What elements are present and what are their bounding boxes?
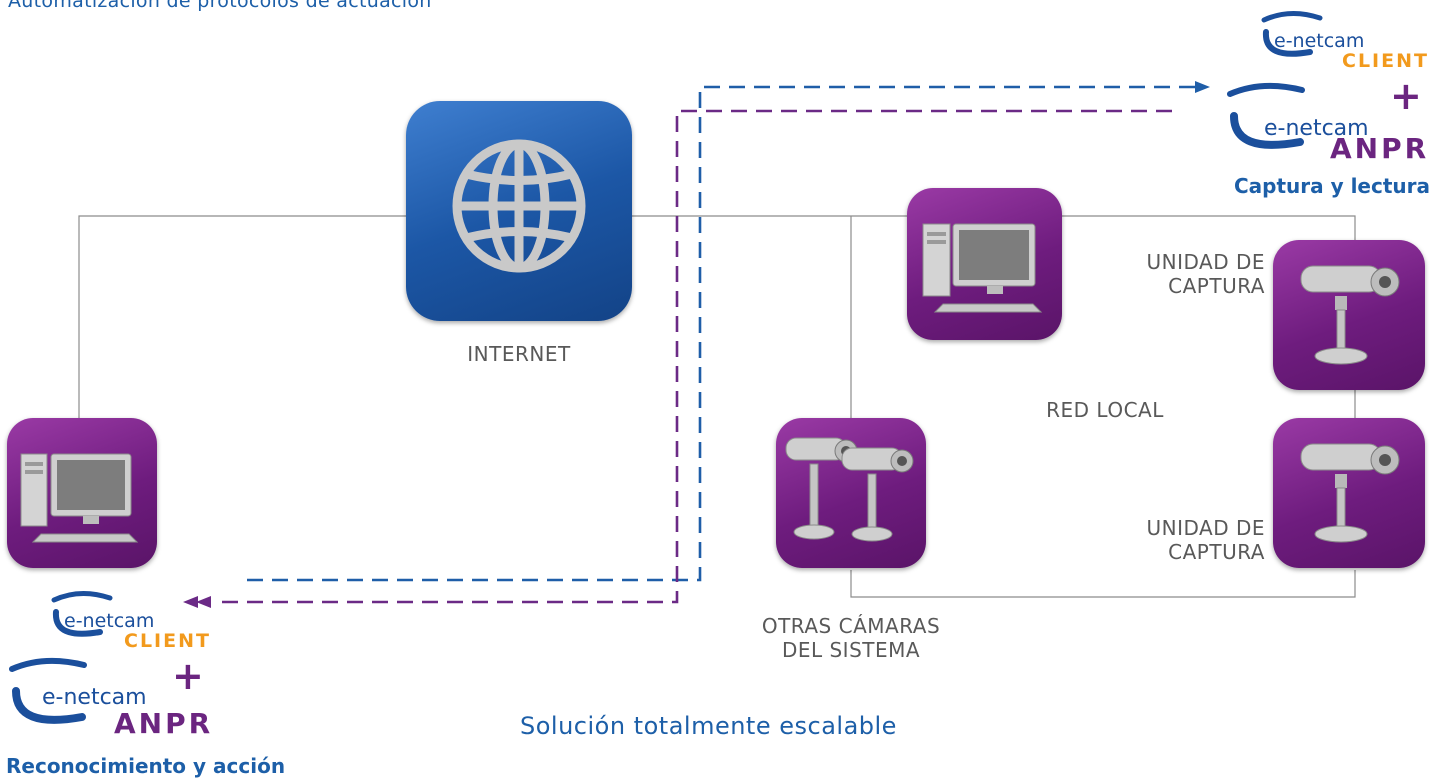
swoosh-icon (1227, 82, 1305, 149)
caption-bottom-left: Reconocimiento y acción (6, 754, 286, 782)
dashed-flow-purple (215, 109, 1172, 604)
anpr-product-text: ANPR (114, 707, 214, 740)
anpr-brand-text: e-netcam (1264, 116, 1369, 141)
capture-unit-top-label-1: UNIDAD DE (1146, 250, 1265, 274)
caption-top-right: Captura y lectura (1234, 174, 1430, 202)
wire-lan-to-capture-top (1060, 215, 1356, 240)
client-product-text: CLIENT (1342, 50, 1429, 72)
red-local-label: RED LOCAL (1046, 398, 1164, 422)
caption-text: Reconocimiento y acción (6, 754, 286, 778)
arrow-blue-to-top-right (1195, 81, 1210, 93)
wire-left-pc-to-internet (78, 215, 410, 420)
client-brand-text: e-netcam (64, 610, 155, 632)
anpr-brand-text: e-netcam (42, 685, 147, 710)
internet-label: INTERNET (467, 342, 571, 366)
internet-tile (406, 101, 632, 321)
page-header: Automatización de protocolos de actuació… (8, 0, 432, 12)
logo-anpr-bottom-left: e-netcam ANPR (4, 655, 214, 745)
arrow-purple-to-left-2 (196, 596, 211, 608)
capture-unit-top-tile (1273, 240, 1425, 390)
computer-icon (20, 453, 139, 543)
logo-plus-top-right: + (1390, 74, 1426, 120)
swoosh-icon (51, 591, 113, 637)
other-cameras-label-2: DEL SISTEMA (781, 638, 921, 662)
camera-icon (785, 437, 914, 542)
arrow-purple-to-left (183, 596, 198, 608)
logo-plus-bottom-left: + (172, 654, 208, 700)
swoosh-icon (1261, 11, 1323, 57)
footer-text: Solución totalmente escalable (520, 712, 897, 740)
caption-text: Captura y lectura (1233, 174, 1430, 198)
globe-icon (452, 139, 586, 273)
wire-bottom-loop (850, 570, 1356, 598)
other-cameras-label-1: OTRAS CÁMARAS (761, 614, 941, 638)
capture-unit-bottom-label-1: UNIDAD DE (1146, 516, 1265, 540)
camera-icon (1300, 443, 1400, 543)
client-product-text: CLIENT (124, 630, 211, 652)
plus-text: + (1390, 74, 1422, 118)
computer-icon (922, 223, 1043, 313)
logo-client-top-right: e-netcam CLIENT (1250, 10, 1430, 80)
camera-icon (1300, 265, 1400, 365)
logo-client-bottom-left: e-netcam CLIENT (40, 590, 220, 660)
client-brand-text: e-netcam (1274, 30, 1365, 52)
capture-unit-bottom-label-2: CAPTURA (1168, 540, 1265, 564)
lan-computer-tile (907, 188, 1062, 340)
capture-unit-bottom-tile (1273, 418, 1425, 568)
client-computer-tile (7, 418, 157, 568)
swoosh-icon (9, 657, 87, 724)
capture-unit-top-label-2: CAPTURA (1168, 274, 1265, 298)
anpr-product-text: ANPR (1330, 132, 1430, 165)
logo-anpr-top-right: e-netcam ANPR (1222, 80, 1432, 170)
other-cameras-tile (776, 418, 926, 568)
plus-text: + (172, 654, 204, 698)
